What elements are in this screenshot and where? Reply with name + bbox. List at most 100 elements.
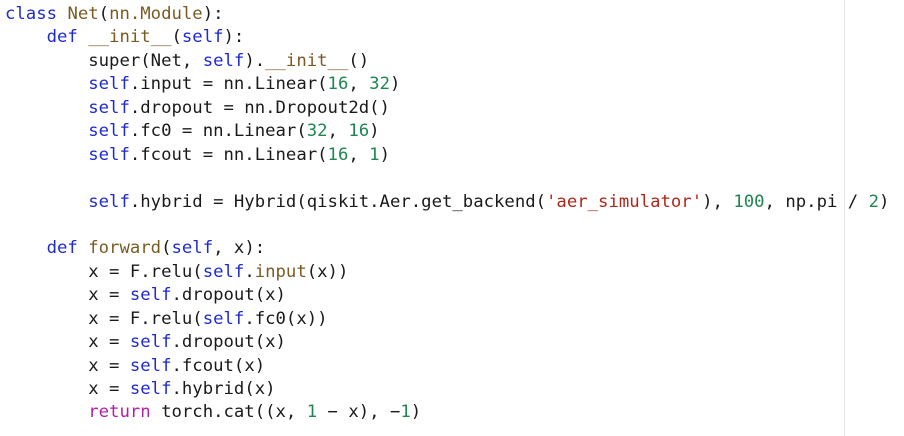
code-token: 1: [306, 402, 318, 423]
code-token: ,: [348, 144, 370, 165]
code-token: input: [254, 261, 307, 282]
code-token: .hybrid(x): [171, 379, 276, 399]
code-token: 16: [348, 121, 370, 142]
code-token: [5, 238, 47, 258]
code-token: class: [5, 4, 58, 24]
code-token: self: [202, 308, 245, 329]
code-token: (x)): [306, 261, 349, 282]
code-token: .fc0(x)): [244, 308, 328, 329]
code-line[interactable]: x = F.relu(self.fc0(x)): [5, 308, 889, 331]
code-token: def: [46, 238, 78, 259]
code-token: ):: [202, 4, 224, 24]
code-line[interactable]: class Net(nn.Module):: [5, 3, 889, 26]
code-token: self: [129, 379, 172, 399]
code-token: 'aer_simulator': [546, 191, 703, 212]
code-token: x =: [5, 355, 130, 376]
code-token: , x):: [213, 238, 266, 259]
code-token: [5, 192, 88, 212]
code-token: x =: [5, 285, 130, 306]
code-token: 1: [400, 402, 411, 423]
code-token: nn.Module: [109, 4, 203, 24]
code-token: self: [202, 261, 245, 282]
code-line[interactable]: [5, 167, 889, 190]
code-token: .fcout(x): [171, 355, 266, 376]
code-token: self: [171, 238, 214, 259]
code-token: .dropout(x): [171, 332, 286, 353]
code-token: self: [88, 144, 130, 165]
code-token: ,: [348, 74, 370, 95]
code-token: 32: [369, 74, 390, 95]
code-token: 16: [327, 144, 349, 165]
code-token: .input = nn.Linear(: [129, 74, 328, 95]
code-token: ),: [702, 191, 734, 212]
code-token: def: [46, 27, 78, 48]
code-line[interactable]: x = F.relu(self.input(x)): [5, 261, 889, 284]
code-token: 32: [306, 121, 328, 142]
code-token: self: [88, 97, 130, 118]
code-token: [5, 98, 88, 118]
code-line[interactable]: x = self.dropout(x): [5, 284, 889, 307]
code-token: .dropout(x): [171, 285, 286, 306]
code-token: x =: [5, 332, 130, 353]
code-line[interactable]: return torch.cat((x, 1 − x), −1): [5, 401, 889, 424]
code-line[interactable]: def __init__(self):: [5, 26, 889, 49]
code-line[interactable]: self.hybrid = Hybrid(qiskit.Aer.get_back…: [5, 191, 889, 214]
code-token: x = F.relu(: [5, 308, 203, 329]
code-token: [5, 121, 88, 141]
code-block[interactable]: class Net(nn.Module): def __init__(self)…: [5, 3, 889, 425]
code-token: self: [129, 355, 172, 376]
code-token: , np.pi /: [764, 191, 869, 212]
code-token: ): [410, 402, 422, 423]
code-token: 1: [369, 144, 380, 165]
code-token: (: [98, 4, 110, 24]
code-token: torch.cat((x,: [150, 402, 307, 423]
code-token: x =: [5, 379, 130, 399]
code-token: [5, 145, 88, 165]
code-line[interactable]: x = self.fcout(x): [5, 355, 889, 378]
code-token: self: [181, 27, 224, 48]
code-token: [5, 74, 88, 94]
code-token: (: [171, 27, 182, 48]
code-token: .fc0 = nn.Linear(: [129, 121, 307, 142]
code-line[interactable]: self.input = nn.Linear(16, 32): [5, 73, 889, 96]
code-token: forward: [88, 238, 162, 259]
code-line[interactable]: x = self.dropout(x): [5, 331, 889, 354]
line-length-ruler: [844, 0, 845, 436]
code-line[interactable]: self.fcout = nn.Linear(16, 1): [5, 144, 889, 167]
code-token: 100: [733, 191, 765, 212]
code-token: .dropout = nn.Dropout2d(): [129, 97, 390, 118]
code-token: 16: [327, 74, 349, 95]
code-token: [5, 27, 47, 47]
code-line[interactable]: def forward(self, x):: [5, 237, 889, 260]
code-token: __init__: [265, 50, 349, 71]
code-token: .: [244, 261, 255, 282]
code-token: ): [369, 121, 380, 142]
code-token: return: [88, 402, 151, 423]
code-token: [5, 402, 88, 422]
code-token: [78, 238, 88, 258]
code-token: .hybrid = Hybrid(qiskit.Aer.get_backend(: [129, 191, 547, 212]
code-token: ): [389, 74, 401, 95]
code-token: super(Net,: [5, 50, 203, 71]
code-line[interactable]: self.fc0 = nn.Linear(32, 16): [5, 120, 889, 143]
code-token: self: [202, 50, 245, 71]
code-token: .fcout = nn.Linear(: [129, 144, 328, 165]
code-token: Net: [67, 4, 99, 24]
code-line[interactable]: [5, 214, 889, 237]
code-token: ): [879, 191, 890, 212]
code-line[interactable]: self.dropout = nn.Dropout2d(): [5, 97, 889, 120]
code-token: ): [379, 144, 390, 165]
code-token: ):: [223, 27, 245, 48]
code-token: (): [348, 50, 370, 71]
code-token: 2: [868, 191, 879, 212]
code-token: ,: [327, 121, 349, 142]
code-token: self: [88, 121, 130, 142]
code-token: (: [161, 238, 172, 259]
code-line[interactable]: x = self.hybrid(x): [5, 378, 889, 401]
code-token: [57, 4, 67, 24]
code-token: self: [129, 332, 172, 353]
code-token: − x), −: [317, 402, 401, 423]
code-token: [78, 27, 88, 47]
code-line[interactable]: super(Net, self).__init__(): [5, 50, 889, 73]
